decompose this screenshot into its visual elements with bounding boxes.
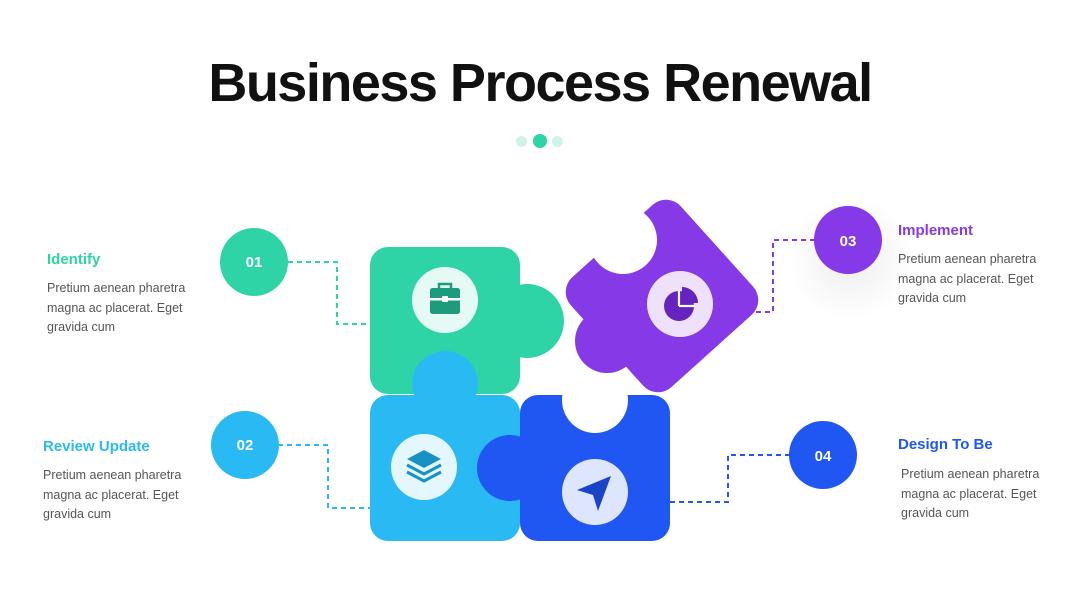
connector-02 (278, 444, 370, 509)
step-description-design-to-be: Pretium aenean pharetra magna ac placera… (901, 467, 1040, 520)
svg-text:04: 04 (815, 448, 832, 465)
step-badge-01: 01 (220, 228, 288, 296)
step-description-review-update: Pretium aenean pharetra magna ac placera… (43, 468, 182, 521)
layers-icon (406, 450, 442, 483)
dot-2-active (533, 134, 547, 148)
pagination-dots (516, 134, 566, 150)
step-badge-03: 03 (814, 206, 882, 274)
svg-text:03: 03 (840, 233, 857, 250)
step-title-review-update: Review Update (43, 438, 150, 455)
step-title-design-to-be: Design To Be (898, 436, 993, 453)
send-icon (577, 476, 611, 511)
connector-04 (668, 454, 790, 503)
step-title-implement: Implement (898, 222, 974, 239)
step-description-identify: Pretium aenean pharetra magna ac placera… (47, 281, 186, 334)
dot-1 (516, 136, 527, 147)
svg-text:01: 01 (246, 254, 263, 271)
dot-3 (552, 136, 563, 147)
step-badge-04: 04 (789, 421, 857, 489)
step-badge-02: 02 (211, 411, 279, 479)
pie-chart-icon (664, 287, 698, 321)
step-title-identify: Identify (47, 251, 101, 268)
step-description-implement: Pretium aenean pharetra magna ac placera… (898, 252, 1037, 305)
page-title: Business Process Renewal (208, 53, 873, 113)
svg-text:02: 02 (237, 437, 254, 454)
connector-03 (755, 239, 815, 313)
briefcase-icon (430, 282, 460, 314)
connector-01 (288, 261, 370, 325)
